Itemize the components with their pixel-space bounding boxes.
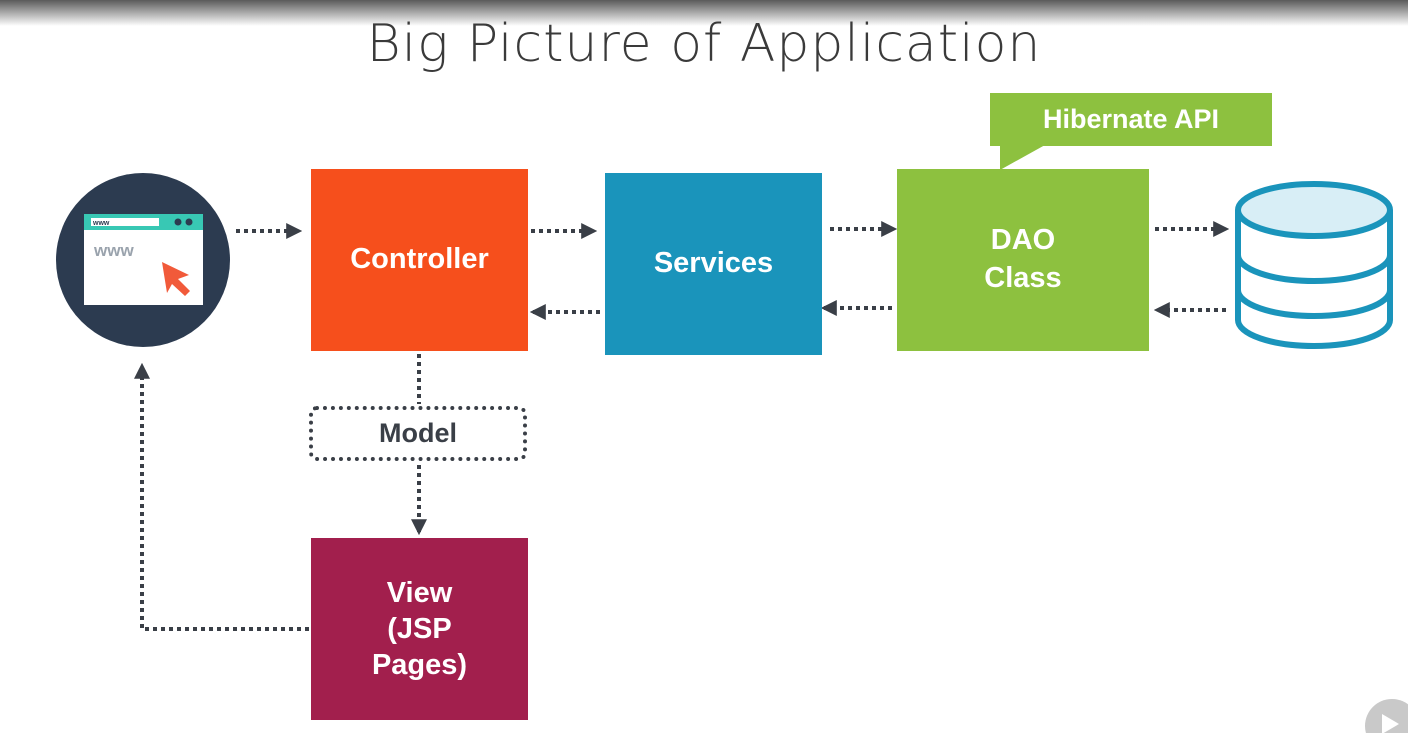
view-label-line-3: Pages) (371, 649, 468, 682)
database-top (1235, 181, 1393, 239)
arrow-view-to-browser (134, 362, 309, 631)
controller-box: Controller (311, 169, 528, 351)
database-ring-1 (1235, 254, 1393, 284)
callout-tail (1000, 145, 1045, 170)
browser-url-field (91, 218, 159, 226)
cursor-icon (162, 262, 190, 296)
dao-label-line-1: DAO (990, 224, 1056, 257)
services-label: Services (653, 247, 774, 280)
browser-url-text: www (92, 220, 110, 227)
browser-icon: www www (56, 173, 230, 347)
model-box: Model (309, 406, 527, 461)
play-logo-icon (1365, 699, 1408, 733)
view-box: View (JSP Pages) (311, 538, 528, 720)
browser-dot-1 (174, 218, 182, 226)
dao-class-box: DAO Class (897, 169, 1149, 351)
controller-label: Controller (350, 243, 489, 276)
database-icon (1235, 181, 1393, 349)
hibernate-api-callout: Hibernate API (1042, 104, 1220, 134)
database-body (1235, 210, 1393, 349)
dao-label-line-2: Class (984, 262, 1062, 294)
database-ring-2 (1235, 289, 1393, 319)
view-label-line-1: View (386, 576, 453, 609)
slide-title: Big Picture of Application (366, 14, 1042, 74)
browser-dot-2 (185, 218, 193, 226)
view-label-line-2: (JSP (387, 612, 452, 645)
services-box: Services (605, 173, 822, 355)
callout-background (990, 93, 1272, 146)
top-shade (0, 0, 1408, 26)
browser-address-text: www (93, 241, 134, 260)
